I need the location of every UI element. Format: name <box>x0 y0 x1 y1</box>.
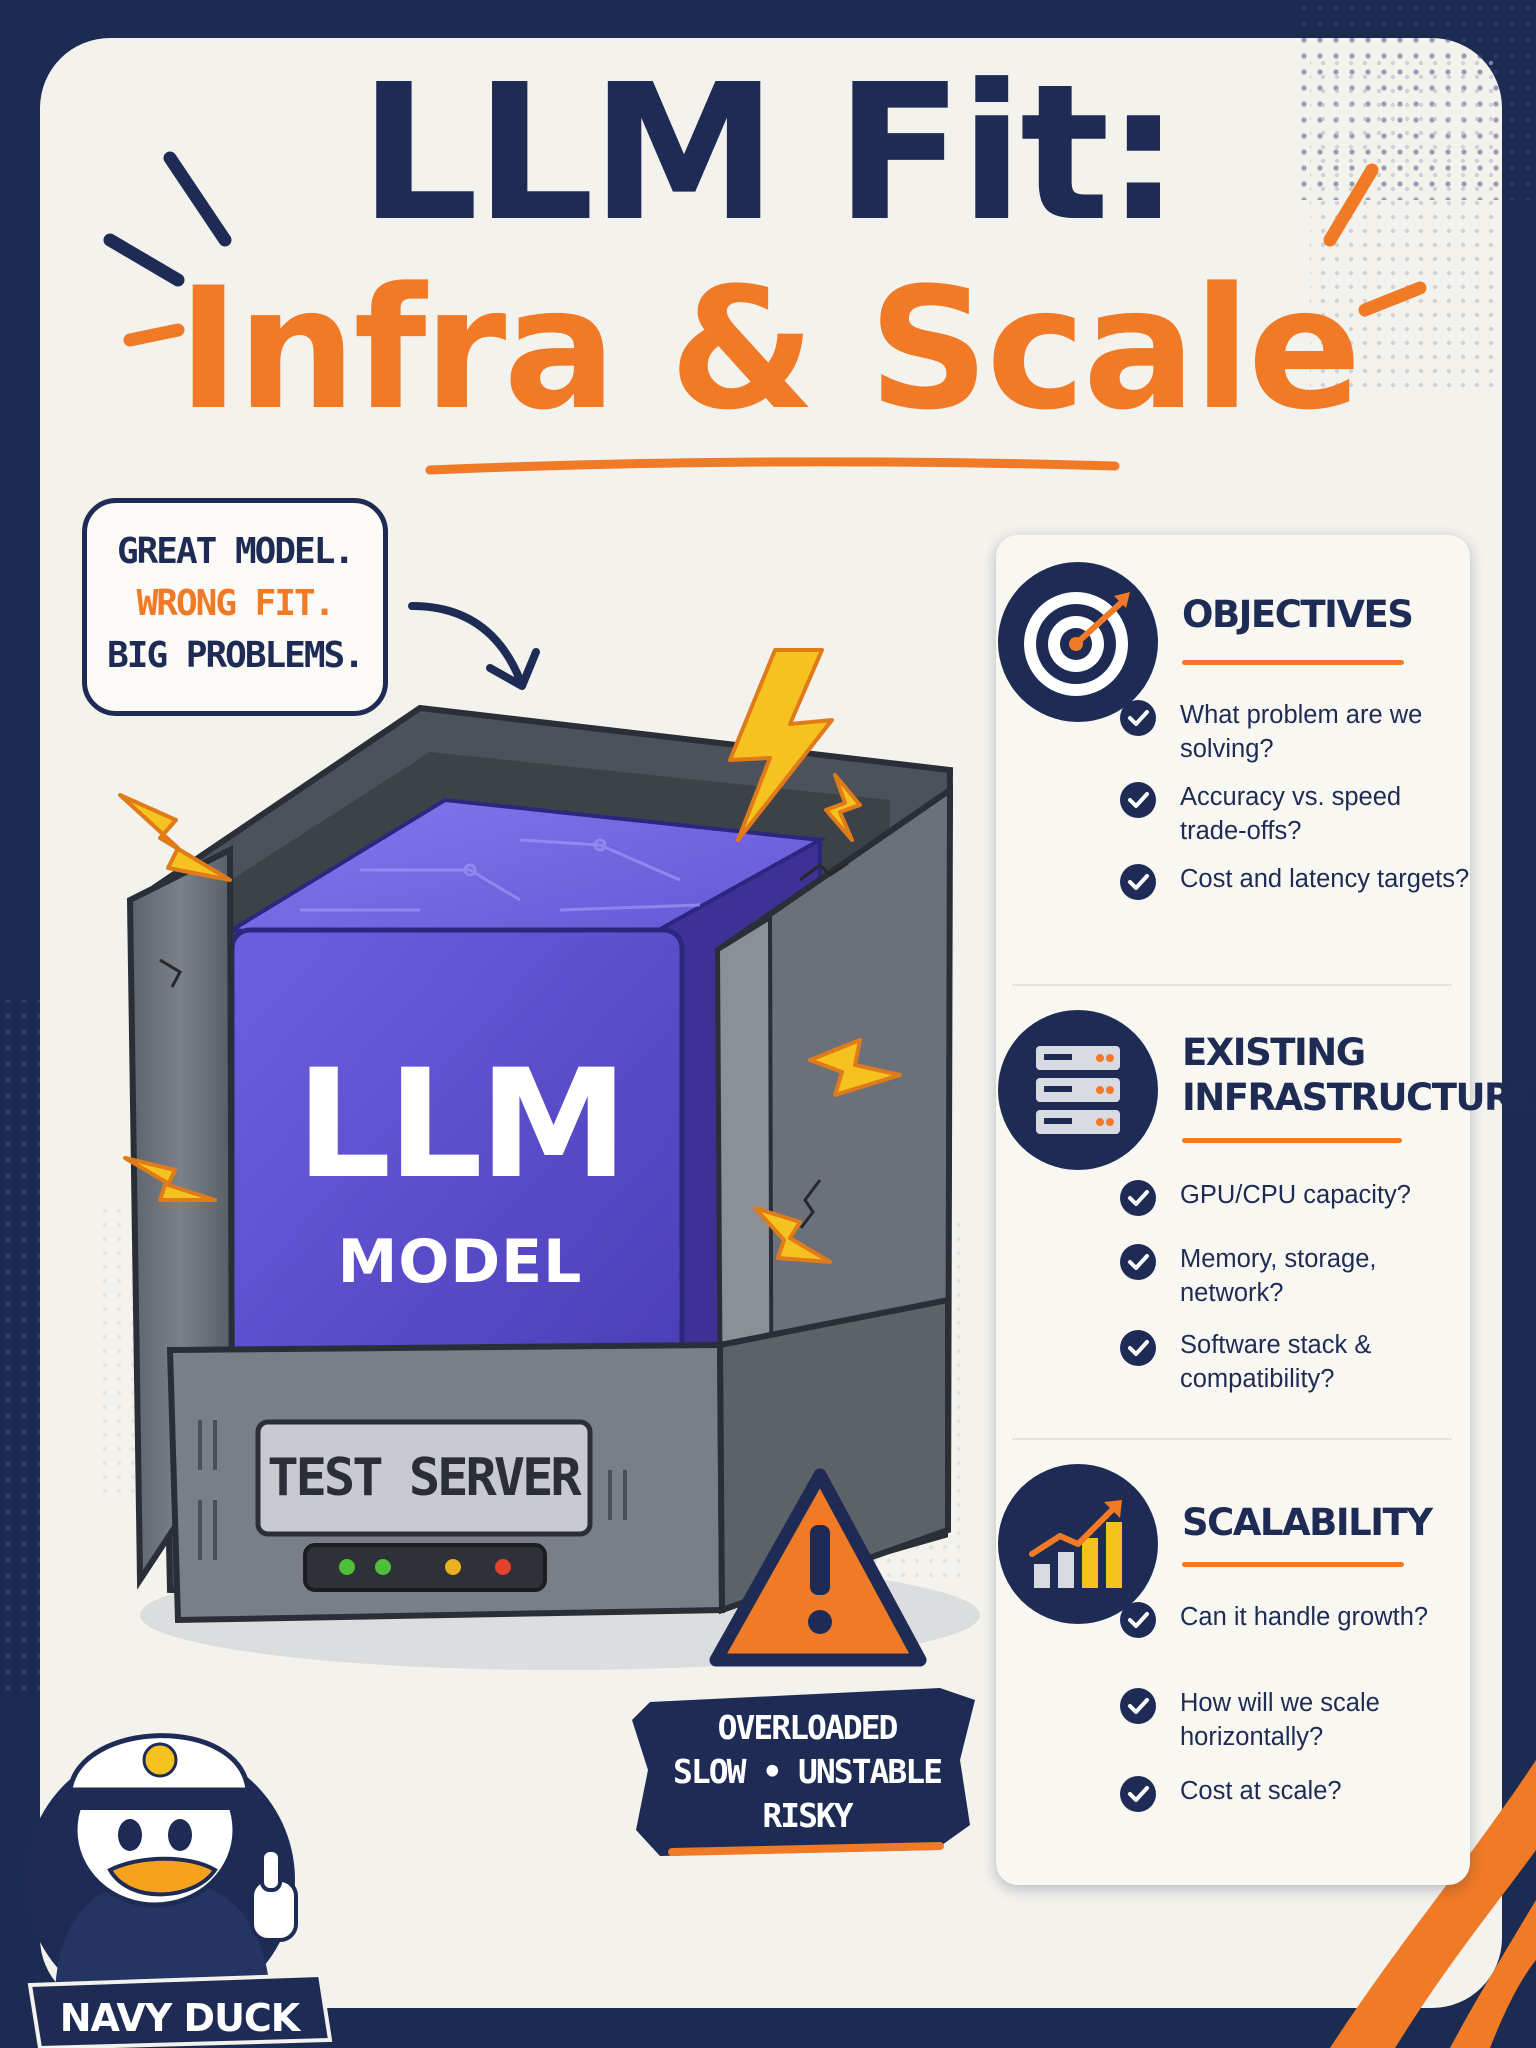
growth-chart-icon <box>998 1464 1158 1624</box>
list-item-text: Can it handle growth? <box>1180 1603 1429 1631</box>
mascot-name: NAVY DUCK <box>59 1996 301 2040</box>
checkmark-icon <box>1120 1244 1156 1280</box>
status-lights <box>339 1559 511 1575</box>
warning-line-3: RISKY <box>762 1796 853 1835</box>
bubble-line-1: GREAT MODEL. <box>116 531 355 572</box>
speech-bubble: GREAT MODEL. WRONG FIT. BIG PROBLEMS. <box>82 498 388 716</box>
list-item: Memory, storage, network? <box>1120 1242 1470 1310</box>
list-item-text: How will we scale horizontally? <box>1180 1689 1380 1751</box>
warning-line-1: OVERLOADED <box>717 1708 899 1747</box>
section-title-scalability: SCALABILITY <box>1182 1501 1433 1544</box>
divider <box>1012 984 1452 986</box>
warning-banner: OVERLOADED SLOW • UNSTABLE RISKY <box>648 1690 966 1848</box>
checkmark-icon <box>1120 1776 1156 1812</box>
cube-sublabel: MODEL <box>337 1227 583 1297</box>
list-item: What problem are we solving? <box>1120 698 1470 766</box>
bubble-line-3: BIG PROBLEMS. <box>107 635 365 676</box>
lightning-bolts <box>118 648 902 1264</box>
cube-label: LLM <box>295 1038 628 1212</box>
checkmark-icon <box>1120 1602 1156 1638</box>
checkmark-icon <box>1120 782 1156 818</box>
list-item-text: Memory, storage, network? <box>1180 1245 1377 1307</box>
list-item: GPU/CPU capacity? <box>1120 1178 1470 1216</box>
list-item-text: Cost and latency targets? <box>1180 865 1470 893</box>
status-light <box>339 1559 355 1575</box>
checklist-panel <box>996 535 1470 1885</box>
list-item: How will we scale horizontally? <box>1120 1686 1470 1754</box>
checkmark-icon <box>1120 700 1156 736</box>
list-item: Software stack & compatibility? <box>1120 1328 1470 1396</box>
list-item-text: Cost at scale? <box>1180 1777 1342 1805</box>
section-underline <box>1182 1138 1402 1143</box>
title-line-1: LLM Fit: <box>358 44 1181 263</box>
section-title-infrastructure-line-1: EXISTING <box>1182 1031 1366 1074</box>
divider <box>1012 1438 1452 1440</box>
warning-line-2: SLOW • UNSTABLE <box>672 1752 943 1791</box>
burst-marks-left <box>103 151 232 287</box>
list-item: Can it handle growth? <box>1120 1600 1470 1638</box>
list-item: Cost and latency targets? <box>1120 862 1470 900</box>
checkmark-icon <box>1120 1688 1156 1724</box>
server-plate-label: TEST SERVER <box>267 1448 581 1508</box>
checkmark-icon <box>1120 1330 1156 1366</box>
status-light <box>495 1559 511 1575</box>
vents <box>198 1420 627 1560</box>
list-item: Cost at scale? <box>1120 1774 1470 1812</box>
list-item: Accuracy vs. speed trade-offs? <box>1120 780 1470 848</box>
server-rack-icon <box>998 1010 1158 1170</box>
list-item-text: What problem are we solving? <box>1180 701 1423 763</box>
status-light <box>445 1559 461 1575</box>
navy-duck-mascot-icon <box>25 1733 298 2015</box>
list-item-text: GPU/CPU capacity? <box>1180 1181 1411 1209</box>
section-title-objectives: OBJECTIVES <box>1182 593 1414 636</box>
target-icon <box>998 562 1158 722</box>
section-underline <box>1182 1562 1404 1567</box>
checkmark-icon <box>1120 1180 1156 1216</box>
section-title-infrastructure-line-2: INFRASTRUCTURE <box>1182 1076 1536 1119</box>
list-item-text: Software stack & compatibility? <box>1180 1331 1372 1393</box>
checkmark-icon <box>1120 864 1156 900</box>
list-item-text: Accuracy vs. speed trade-offs? <box>1180 783 1402 845</box>
bubble-line-2: WRONG FIT. <box>136 583 336 624</box>
section-underline <box>1182 660 1404 665</box>
status-light <box>375 1559 391 1575</box>
title-line-2: Infra & Scale <box>177 251 1361 447</box>
